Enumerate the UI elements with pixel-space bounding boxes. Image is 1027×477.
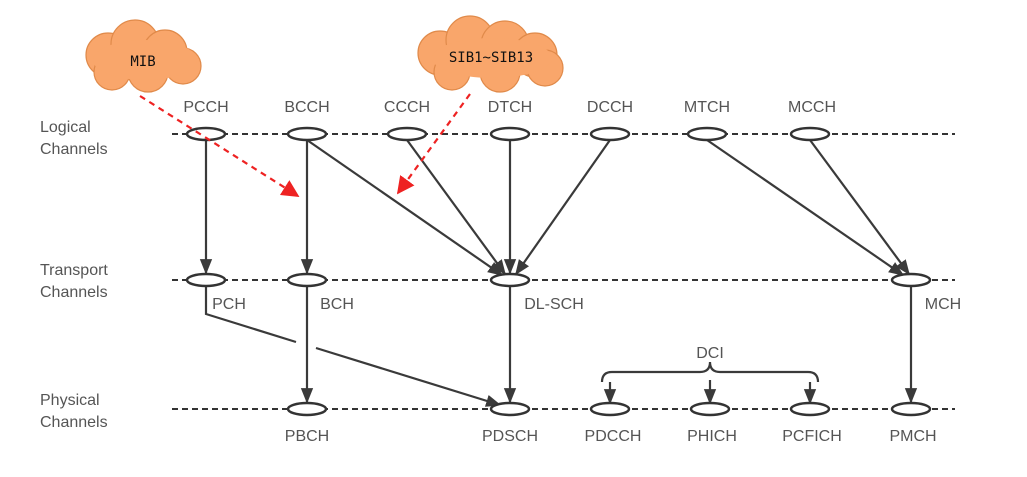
node-dcch [589,126,631,142]
edge-pch-pdsch-part2 [315,346,502,407]
mib-cloud: MIB [85,19,202,93]
mib-label: MIB [130,54,155,70]
edge-dcch-dlsch [515,139,611,276]
layer-label-physical-line1: Physical [40,392,100,409]
edge-pch-pdsch-part1 [204,286,297,344]
label-bch: BCH [320,296,354,313]
node-pmch [890,401,932,417]
sib-label: SIB1~SIB13 [449,50,533,66]
label-dlsch: DL-SCH [524,296,584,313]
layer-label-transport-line1: Transport [40,262,108,279]
node-pch [185,272,227,288]
label-bcch: BCCH [284,99,329,116]
label-ccch: CCCH [384,99,430,116]
layer-label-physical-line2: Channels [40,414,108,431]
label-dcch: DCCH [587,99,633,116]
label-pbch: PBCH [285,428,329,445]
label-pmch: PMCH [889,428,936,445]
label-pch: PCH [212,296,246,313]
node-dtch [489,126,531,142]
sib-cloud: SIB1~SIB13 [417,15,564,93]
node-pdcch [589,401,631,417]
label-pdcch: PDCCH [585,428,642,445]
node-phich [689,401,731,417]
label-mcch: MCCH [788,99,836,116]
node-pdsch [489,401,531,417]
layer-label-transport-line2: Channels [40,284,108,301]
node-bcch [286,126,328,142]
label-mch: MCH [925,296,961,313]
annotation-arrow-sib [396,93,471,195]
label-pcch: PCCH [183,99,228,116]
node-mcch [789,126,831,142]
dci-bracket [600,361,820,383]
node-bch [286,272,328,288]
edge-bcch-dlsch [306,139,504,276]
node-ccch [386,126,428,142]
dci-label: DCI [696,345,724,362]
label-mtch: MTCH [684,99,730,116]
node-dlsch [489,272,531,288]
edge-mcch-mch [809,139,910,276]
edge-ccch-dlsch [406,139,506,276]
label-pdsch: PDSCH [482,428,538,445]
node-mtch [686,126,728,142]
label-phich: PHICH [687,428,737,445]
layer-label-logical-line2: Channels [40,141,108,158]
edge-mtch-mch [706,139,905,276]
node-pcfich [789,401,831,417]
node-mch [890,272,932,288]
label-pcfich: PCFICH [782,428,842,445]
node-pbch [286,401,328,417]
layer-label-logical-line1: Logical [40,119,91,136]
label-dtch: DTCH [488,99,532,116]
annotation-arrow-mib [139,95,300,197]
